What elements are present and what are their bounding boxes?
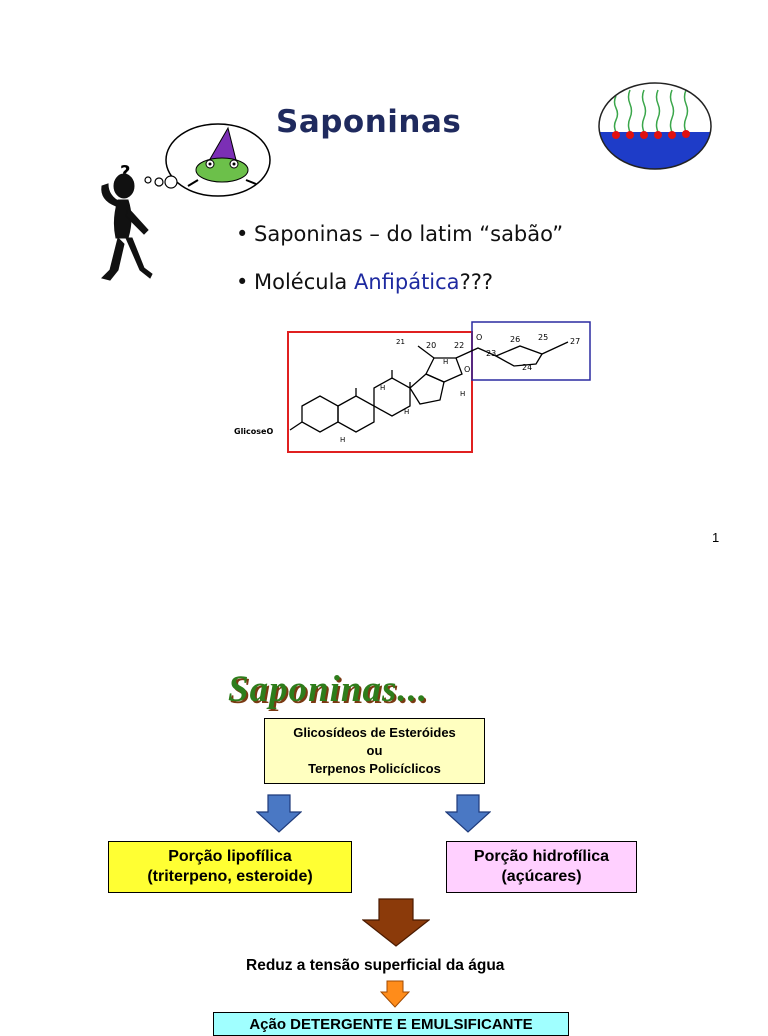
hydrophobic-region-box (287, 331, 473, 453)
label-25: 25 (538, 333, 548, 342)
label-22: 22 (454, 341, 464, 350)
reduz-tensao-text: Reduz a tensão superficial da água (246, 957, 505, 974)
bullet-1-text: Saponinas – do latim “sabão” (254, 222, 564, 246)
thinking-man-icon (101, 173, 153, 281)
lipofilica-line-2: (triterpeno, esteroide) (147, 868, 313, 885)
question-mark: ? (120, 162, 130, 183)
label-h-3: H (380, 384, 385, 392)
arrow-down-left-icon (256, 794, 302, 833)
glicosideos-line-3: Terpenos Policíclicos (308, 761, 441, 776)
bullet-dot: • (236, 270, 249, 294)
porcao-lipofilica-box: Porção lipofílica (triterpeno, esteroide… (108, 841, 352, 893)
thinking-man-illustration: ? (101, 123, 271, 281)
bullet-2-suffix: ??? (459, 270, 494, 294)
bullet-molecula-anfipatica: •Molécula Anfipática??? (236, 270, 493, 294)
lipofilica-line-1: Porção lipofílica (168, 848, 292, 865)
label-20: 20 (426, 341, 436, 350)
saponin-molecule-structure: GlicoseO 21 20 22 23 24 25 26 27 O O H H… (234, 321, 591, 453)
label-o-2: O (464, 365, 470, 374)
acao-detergente-box: Ação DETERGENTE E EMULSIFICANTE (213, 1012, 569, 1036)
label-h-5: H (340, 436, 345, 444)
glicosideos-box: Glicosídeos de Esteróides ou Terpenos Po… (264, 718, 485, 784)
glicosideos-line-2: ou (366, 743, 383, 758)
bullet-dot: • (236, 222, 249, 246)
hidrofilica-line-1: Porção hidrofílica (473, 848, 610, 865)
arrow-down-right-icon (445, 794, 491, 833)
slide-1-title: Saponinas (276, 104, 462, 140)
label-o-1: O (476, 333, 482, 342)
label-h-2: H (460, 390, 465, 398)
acao-detergente-text: Ação DETERGENTE E EMULSIFICANTE (249, 1016, 533, 1033)
slide-2-title: Saponinas... (228, 669, 429, 710)
porcao-hidrofilica-box: Porção hidrofílica (açúcares) (446, 841, 637, 893)
glicosideos-line-1: Glicosídeos de Esteróides (293, 725, 456, 740)
hidrofilica-line-2: (açúcares) (501, 868, 582, 885)
page-number: 1 (712, 530, 720, 545)
arrow-down-brown-icon (362, 898, 430, 947)
micelle-diagram-icon (598, 82, 712, 170)
label-26: 26 (510, 335, 520, 344)
label-24: 24 (522, 363, 532, 372)
bullet-2-prefix: Molécula (254, 270, 354, 294)
label-23: 23 (486, 349, 496, 358)
label-h-4: H (404, 408, 409, 416)
bullet-saponinas-latim: •Saponinas – do latim “sabão” (236, 222, 563, 246)
arrow-down-orange-icon (380, 980, 410, 1008)
label-27: 27 (570, 337, 580, 346)
bullet-2-highlight: Anfipática (353, 270, 460, 294)
label-h-1: H (443, 358, 448, 366)
wizard-frog-icon (187, 126, 257, 187)
label-21: 21 (396, 338, 405, 346)
label-glicose: GlicoseO (234, 427, 273, 436)
